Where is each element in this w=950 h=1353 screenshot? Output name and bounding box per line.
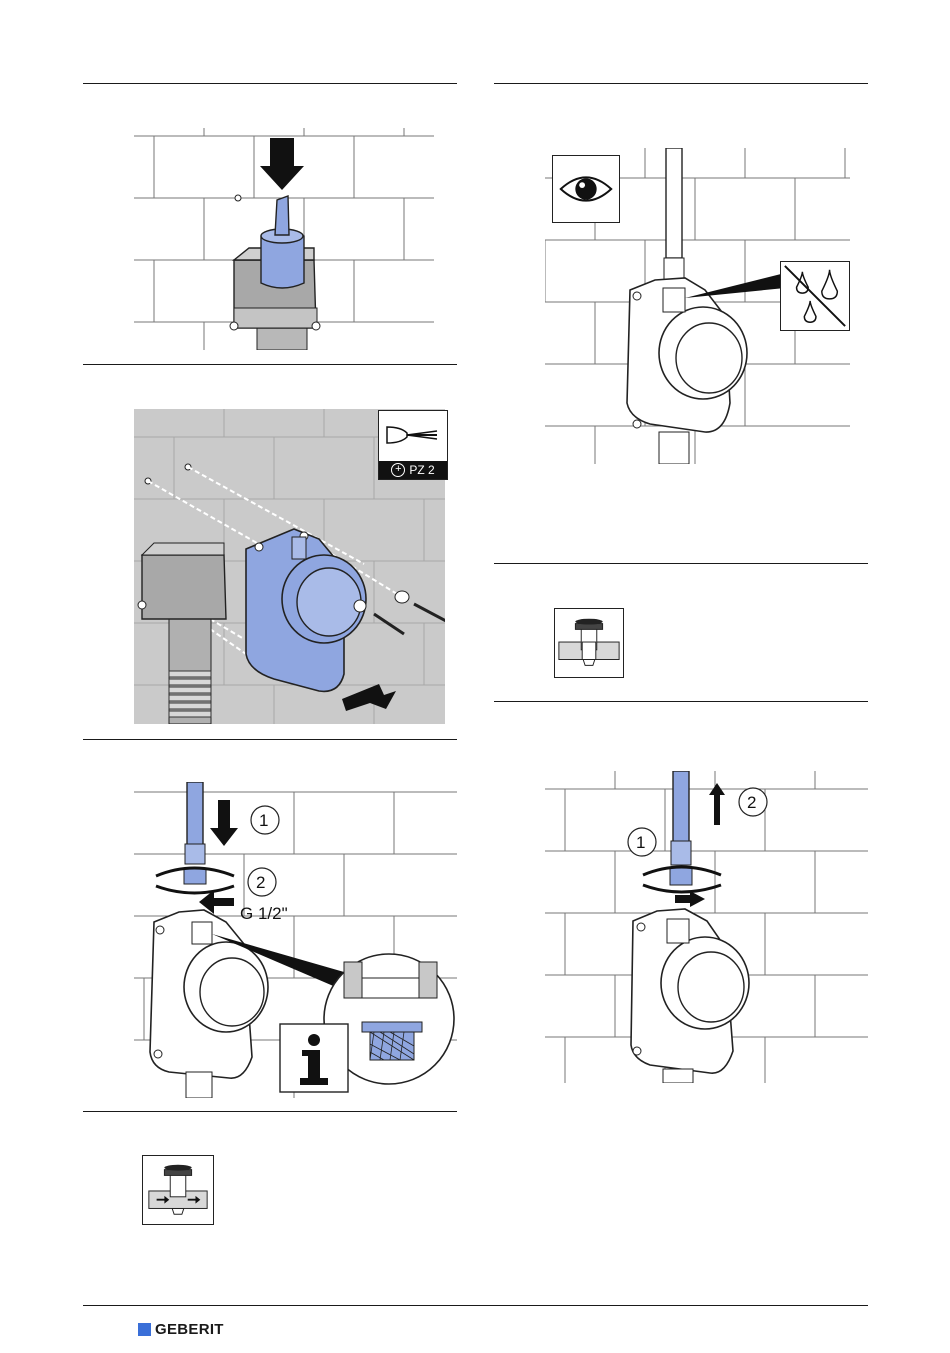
callout-2-label: 2 xyxy=(256,873,265,892)
callout-1-label: 1 xyxy=(259,811,268,830)
divider xyxy=(83,83,457,84)
screwdriver-icon xyxy=(379,411,447,461)
divider xyxy=(83,1111,457,1112)
callout-1-label: 1 xyxy=(636,833,645,852)
divider xyxy=(494,83,868,84)
divider xyxy=(83,364,457,365)
phillips-icon: + xyxy=(391,463,405,477)
eye-inspect-box xyxy=(552,155,620,223)
valve-open-box xyxy=(142,1155,214,1225)
thread-size-label: G 1/2" xyxy=(240,904,288,923)
valve-closed-icon xyxy=(555,609,623,677)
logo-square-icon xyxy=(138,1323,151,1336)
no-drips-icon xyxy=(781,262,849,330)
illustration-insert-plug xyxy=(134,128,434,350)
illustration-connect-pipe: 1 2 G 1/2" xyxy=(134,782,457,1098)
divider xyxy=(83,739,457,740)
valve-closed-box xyxy=(554,608,624,678)
screwdriver-tool-box: + PZ 2 xyxy=(378,410,448,480)
brand-logo: GEBERIT xyxy=(138,1320,224,1338)
tool-size-text: PZ 2 xyxy=(409,463,434,477)
illustration-remove-pipe: 1 2 xyxy=(545,771,868,1083)
divider xyxy=(494,563,868,564)
divider xyxy=(494,701,868,702)
brand-name: GEBERIT xyxy=(155,1321,224,1338)
no-leak-box xyxy=(780,261,850,331)
callout-2-label: 2 xyxy=(747,793,756,812)
valve-open-icon xyxy=(143,1156,213,1224)
eye-icon xyxy=(553,156,619,222)
divider xyxy=(83,1305,868,1306)
tool-size-label: + PZ 2 xyxy=(379,461,447,479)
